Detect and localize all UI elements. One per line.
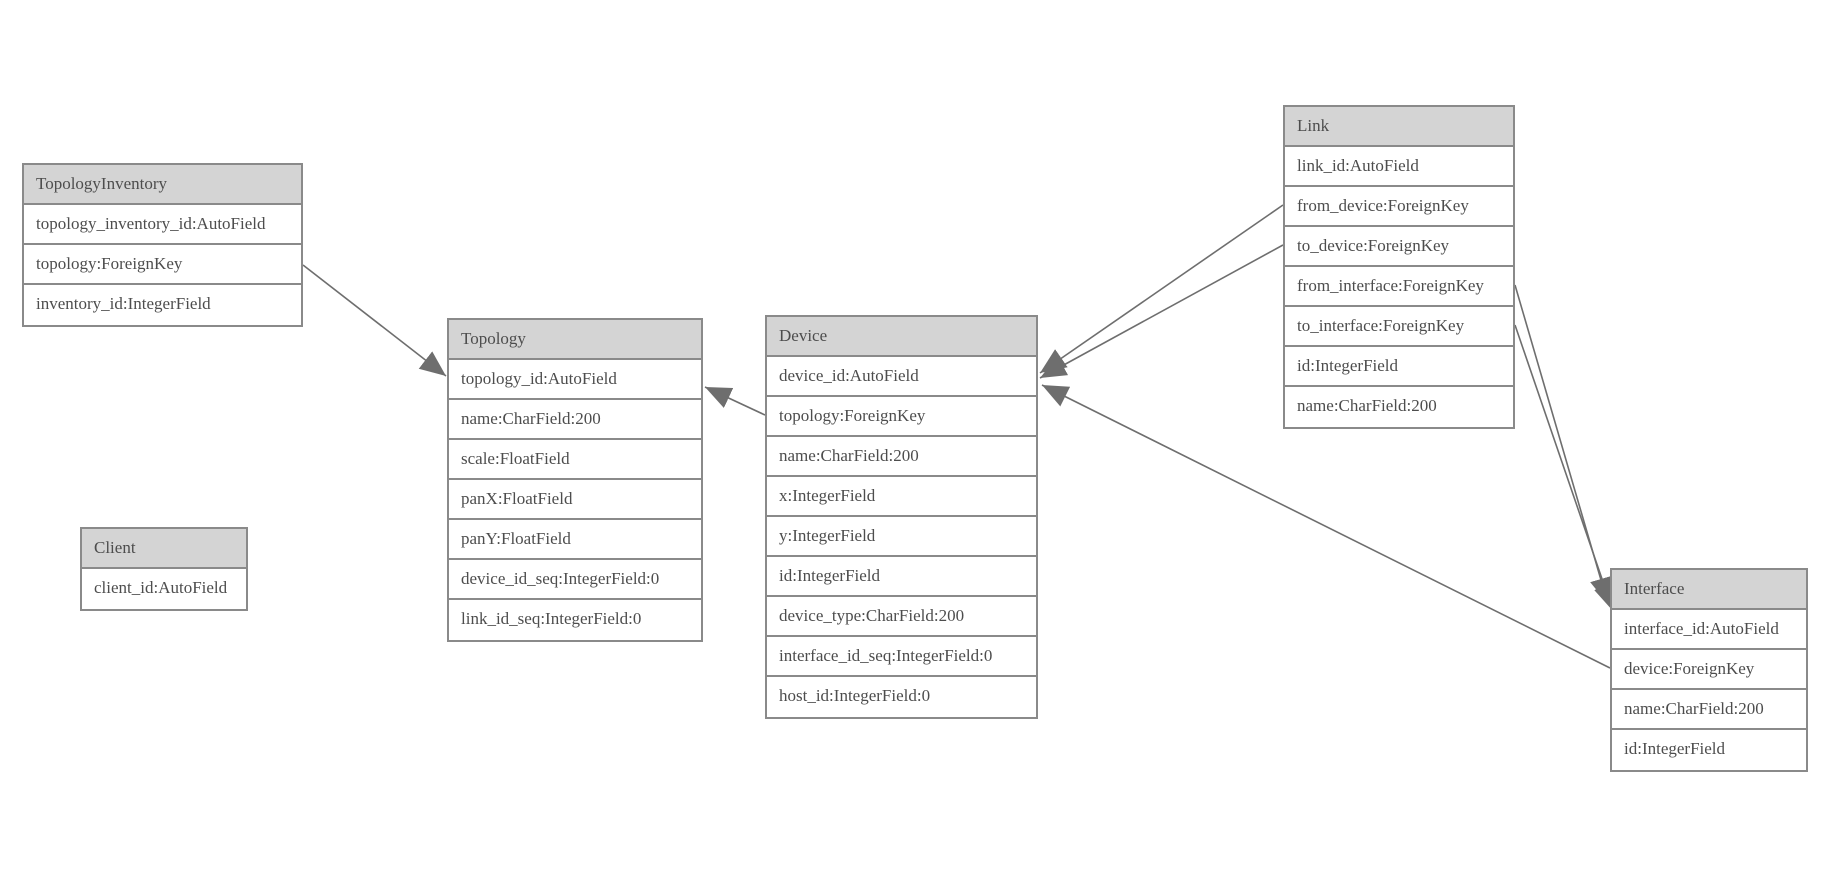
entity-device: Device device_id:AutoField topology:Fore… [765,315,1038,719]
entity-field-row: name:CharField:200 [1612,690,1806,730]
entity-client: Client client_id:AutoField [80,527,248,611]
entity-field-row: x:IntegerField [767,477,1036,517]
edge-link-tointerface-interface [1514,324,1615,612]
entity-header: Topology [449,320,701,360]
entity-field-row: to_device:ForeignKey [1285,227,1513,267]
entity-header: Link [1285,107,1513,147]
entity-field-row: topology_id:AutoField [449,360,701,400]
entity-header: Device [767,317,1036,357]
entity-header: Interface [1612,570,1806,610]
entity-field-row: link_id_seq:IntegerField:0 [449,600,701,640]
entity-field-row: inventory_id:IntegerField [24,285,301,325]
entity-topology: Topology topology_id:AutoField name:Char… [447,318,703,642]
entity-field-row: id:IntegerField [1612,730,1806,770]
entity-field-row: panX:FloatField [449,480,701,520]
entity-field-row: name:CharField:200 [1285,387,1513,427]
entity-field-row: topology_inventory_id:AutoField [24,205,301,245]
entity-field-row: device_id_seq:IntegerField:0 [449,560,701,600]
entity-topologyinventory: TopologyInventory topology_inventory_id:… [22,163,303,327]
entity-link: Link link_id:AutoField from_device:Forei… [1283,105,1515,429]
entity-header: Client [82,529,246,569]
edge-link-fromdevice-device [1039,204,1284,374]
entity-field-row: from_device:ForeignKey [1285,187,1513,227]
entity-field-row: y:IntegerField [767,517,1036,557]
entity-field-row: id:IntegerField [767,557,1036,597]
entity-field-row: interface_id_seq:IntegerField:0 [767,637,1036,677]
edge-link-todevice-device [1039,244,1284,379]
edge-interface-device [1041,384,1611,669]
entity-field-row: device:ForeignKey [1612,650,1806,690]
entity-field-row: panY:FloatField [449,520,701,560]
entity-field-row: to_interface:ForeignKey [1285,307,1513,347]
entity-field-row: topology:ForeignKey [767,397,1036,437]
entity-field-row: interface_id:AutoField [1612,610,1806,650]
entity-field-row: client_id:AutoField [82,569,246,609]
entity-field-row: device_id:AutoField [767,357,1036,397]
entity-field-row: link_id:AutoField [1285,147,1513,187]
entity-field-row: topology:ForeignKey [24,245,301,285]
entity-field-row: scale:FloatField [449,440,701,480]
entity-field-row: name:CharField:200 [767,437,1036,477]
entity-field-row: from_interface:ForeignKey [1285,267,1513,307]
entity-field-row: device_type:CharField:200 [767,597,1036,637]
entity-field-row: id:IntegerField [1285,347,1513,387]
entity-interface: Interface interface_id:AutoField device:… [1610,568,1808,772]
edge-device-topology [704,386,766,416]
entity-header: TopologyInventory [24,165,301,205]
entity-field-row: name:CharField:200 [449,400,701,440]
entity-field-row: host_id:IntegerField:0 [767,677,1036,717]
edge-topologyinventory-topology [302,264,447,377]
